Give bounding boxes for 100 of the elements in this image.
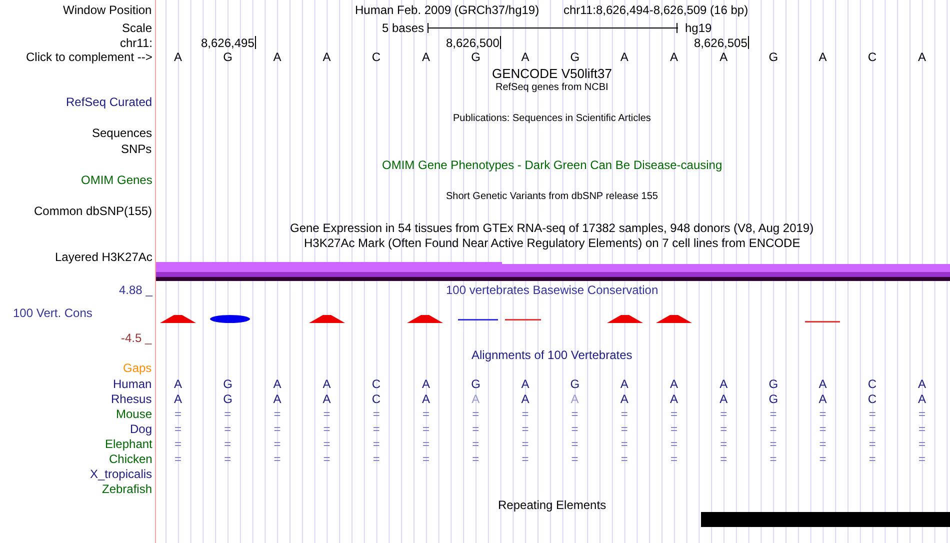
base-letter: A	[322, 50, 331, 64]
track-title: OMIM Gene Phenotypes - Dark Green Can Be Disease-causing	[382, 158, 722, 172]
base-letter: A	[273, 50, 282, 64]
match-mark: =	[323, 422, 330, 436]
base-letter: A	[322, 377, 331, 391]
match-mark: =	[422, 422, 430, 436]
match-mark: =	[868, 407, 876, 421]
match-mark: =	[274, 437, 281, 451]
track-label: SNPs	[121, 142, 152, 156]
match-mark: =	[770, 422, 777, 436]
base-letter: A	[620, 392, 628, 406]
match-mark: =	[720, 422, 728, 436]
track-title: 100 vertebrates Basewise Conservation	[446, 283, 658, 297]
coordinate-label: 8,626,505	[694, 36, 748, 50]
base-letter: G	[223, 377, 232, 391]
match-mark: =	[620, 407, 628, 421]
coordinate-label: 8,626,500	[446, 36, 500, 50]
match-mark: =	[323, 437, 330, 451]
match-mark: =	[918, 452, 926, 466]
base-letter: C	[868, 50, 877, 64]
base-letter: G	[570, 377, 580, 391]
base-letter: C	[868, 377, 877, 391]
match-mark: =	[472, 452, 480, 466]
track-title: H3K27Ac Mark (Often Found Near Active Regulatory Elements) on 7 cell lines from ENCODE	[304, 236, 800, 250]
track-label: X_tropicalis	[90, 467, 152, 481]
base-letter: A	[322, 392, 331, 406]
base-letter: C	[372, 50, 381, 64]
base-letter: A	[670, 50, 678, 64]
match-mark: =	[472, 407, 480, 421]
match-mark: =	[323, 407, 330, 421]
coordinate-label: 8,626,495	[201, 36, 254, 50]
match-mark: =	[571, 452, 578, 466]
track-title: Human Feb. 2009 (GRCh37/hg19)	[355, 3, 540, 17]
base-letter: A	[620, 50, 628, 64]
track-label: Sequences	[92, 126, 152, 140]
match-mark: =	[174, 422, 182, 436]
track-label: Chicken	[109, 452, 152, 466]
match-mark: =	[372, 452, 380, 466]
base-letter: A	[918, 50, 926, 64]
match-mark: =	[274, 407, 281, 421]
match-mark: =	[819, 452, 826, 466]
match-mark: =	[274, 452, 281, 466]
match-mark: =	[224, 437, 232, 451]
base-letter: A	[422, 50, 430, 64]
match-mark: =	[670, 422, 678, 436]
track-label: Mouse	[116, 407, 152, 421]
base-letter: A	[422, 377, 430, 391]
base-letter: A	[670, 377, 678, 391]
base-letter: G	[768, 377, 778, 391]
match-mark: =	[472, 422, 480, 436]
match-mark: =	[522, 422, 529, 436]
base-letter: A	[422, 392, 430, 406]
base-letter: A	[818, 392, 827, 406]
match-mark: =	[770, 407, 777, 421]
match-mark: =	[571, 422, 578, 436]
coordinate-label: hg19	[685, 21, 712, 35]
base-letter: A	[472, 392, 480, 406]
track-title: Alignments of 100 Vertebrates	[472, 348, 632, 362]
track-label: Human	[113, 377, 152, 391]
base-letter: A	[174, 377, 182, 391]
track-label: Layered H3K27Ac	[55, 250, 152, 264]
match-mark: =	[224, 407, 232, 421]
base-letter: A	[918, 377, 926, 391]
track-label: RefSeq Curated	[66, 95, 152, 109]
match-mark: =	[571, 407, 578, 421]
match-mark: =	[670, 407, 678, 421]
match-mark: =	[422, 407, 430, 421]
match-mark: =	[868, 452, 876, 466]
base-letter: A	[818, 377, 827, 391]
match-mark: =	[174, 452, 182, 466]
base-letter: C	[372, 392, 381, 406]
base-letter: A	[570, 392, 579, 406]
track-title: GENCODE V50lift37	[492, 66, 612, 80]
track-label: Gaps	[123, 361, 152, 375]
base-letter: A	[174, 392, 182, 406]
base-letter: A	[918, 392, 926, 406]
base-letter: A	[670, 392, 678, 406]
base-letter: A	[521, 392, 530, 406]
match-mark: =	[571, 437, 578, 451]
track-title: Short Genetic Variants from dbSNP release 155	[446, 191, 658, 203]
track-title: Publications: Sequences in Scientific Articles	[453, 113, 651, 125]
match-mark: =	[522, 437, 529, 451]
match-mark: =	[422, 437, 430, 451]
match-mark: =	[522, 407, 529, 421]
match-mark: =	[770, 452, 777, 466]
match-mark: =	[372, 407, 380, 421]
match-mark: =	[918, 422, 926, 436]
match-mark: =	[372, 422, 380, 436]
track-title: chr11:8,626,494-8,626,509 (16 bp)	[564, 3, 748, 17]
base-letter: G	[570, 50, 580, 64]
match-mark: =	[422, 452, 430, 466]
match-mark: =	[918, 407, 926, 421]
base-letter: C	[372, 377, 381, 391]
track-label: OMIM Genes	[81, 173, 152, 187]
match-mark: =	[174, 407, 182, 421]
match-mark: =	[868, 437, 876, 451]
base-letter: A	[521, 50, 530, 64]
track-label: Window Position	[63, 3, 152, 17]
match-mark: =	[670, 437, 678, 451]
track-title: Repeating Elements	[498, 498, 606, 512]
